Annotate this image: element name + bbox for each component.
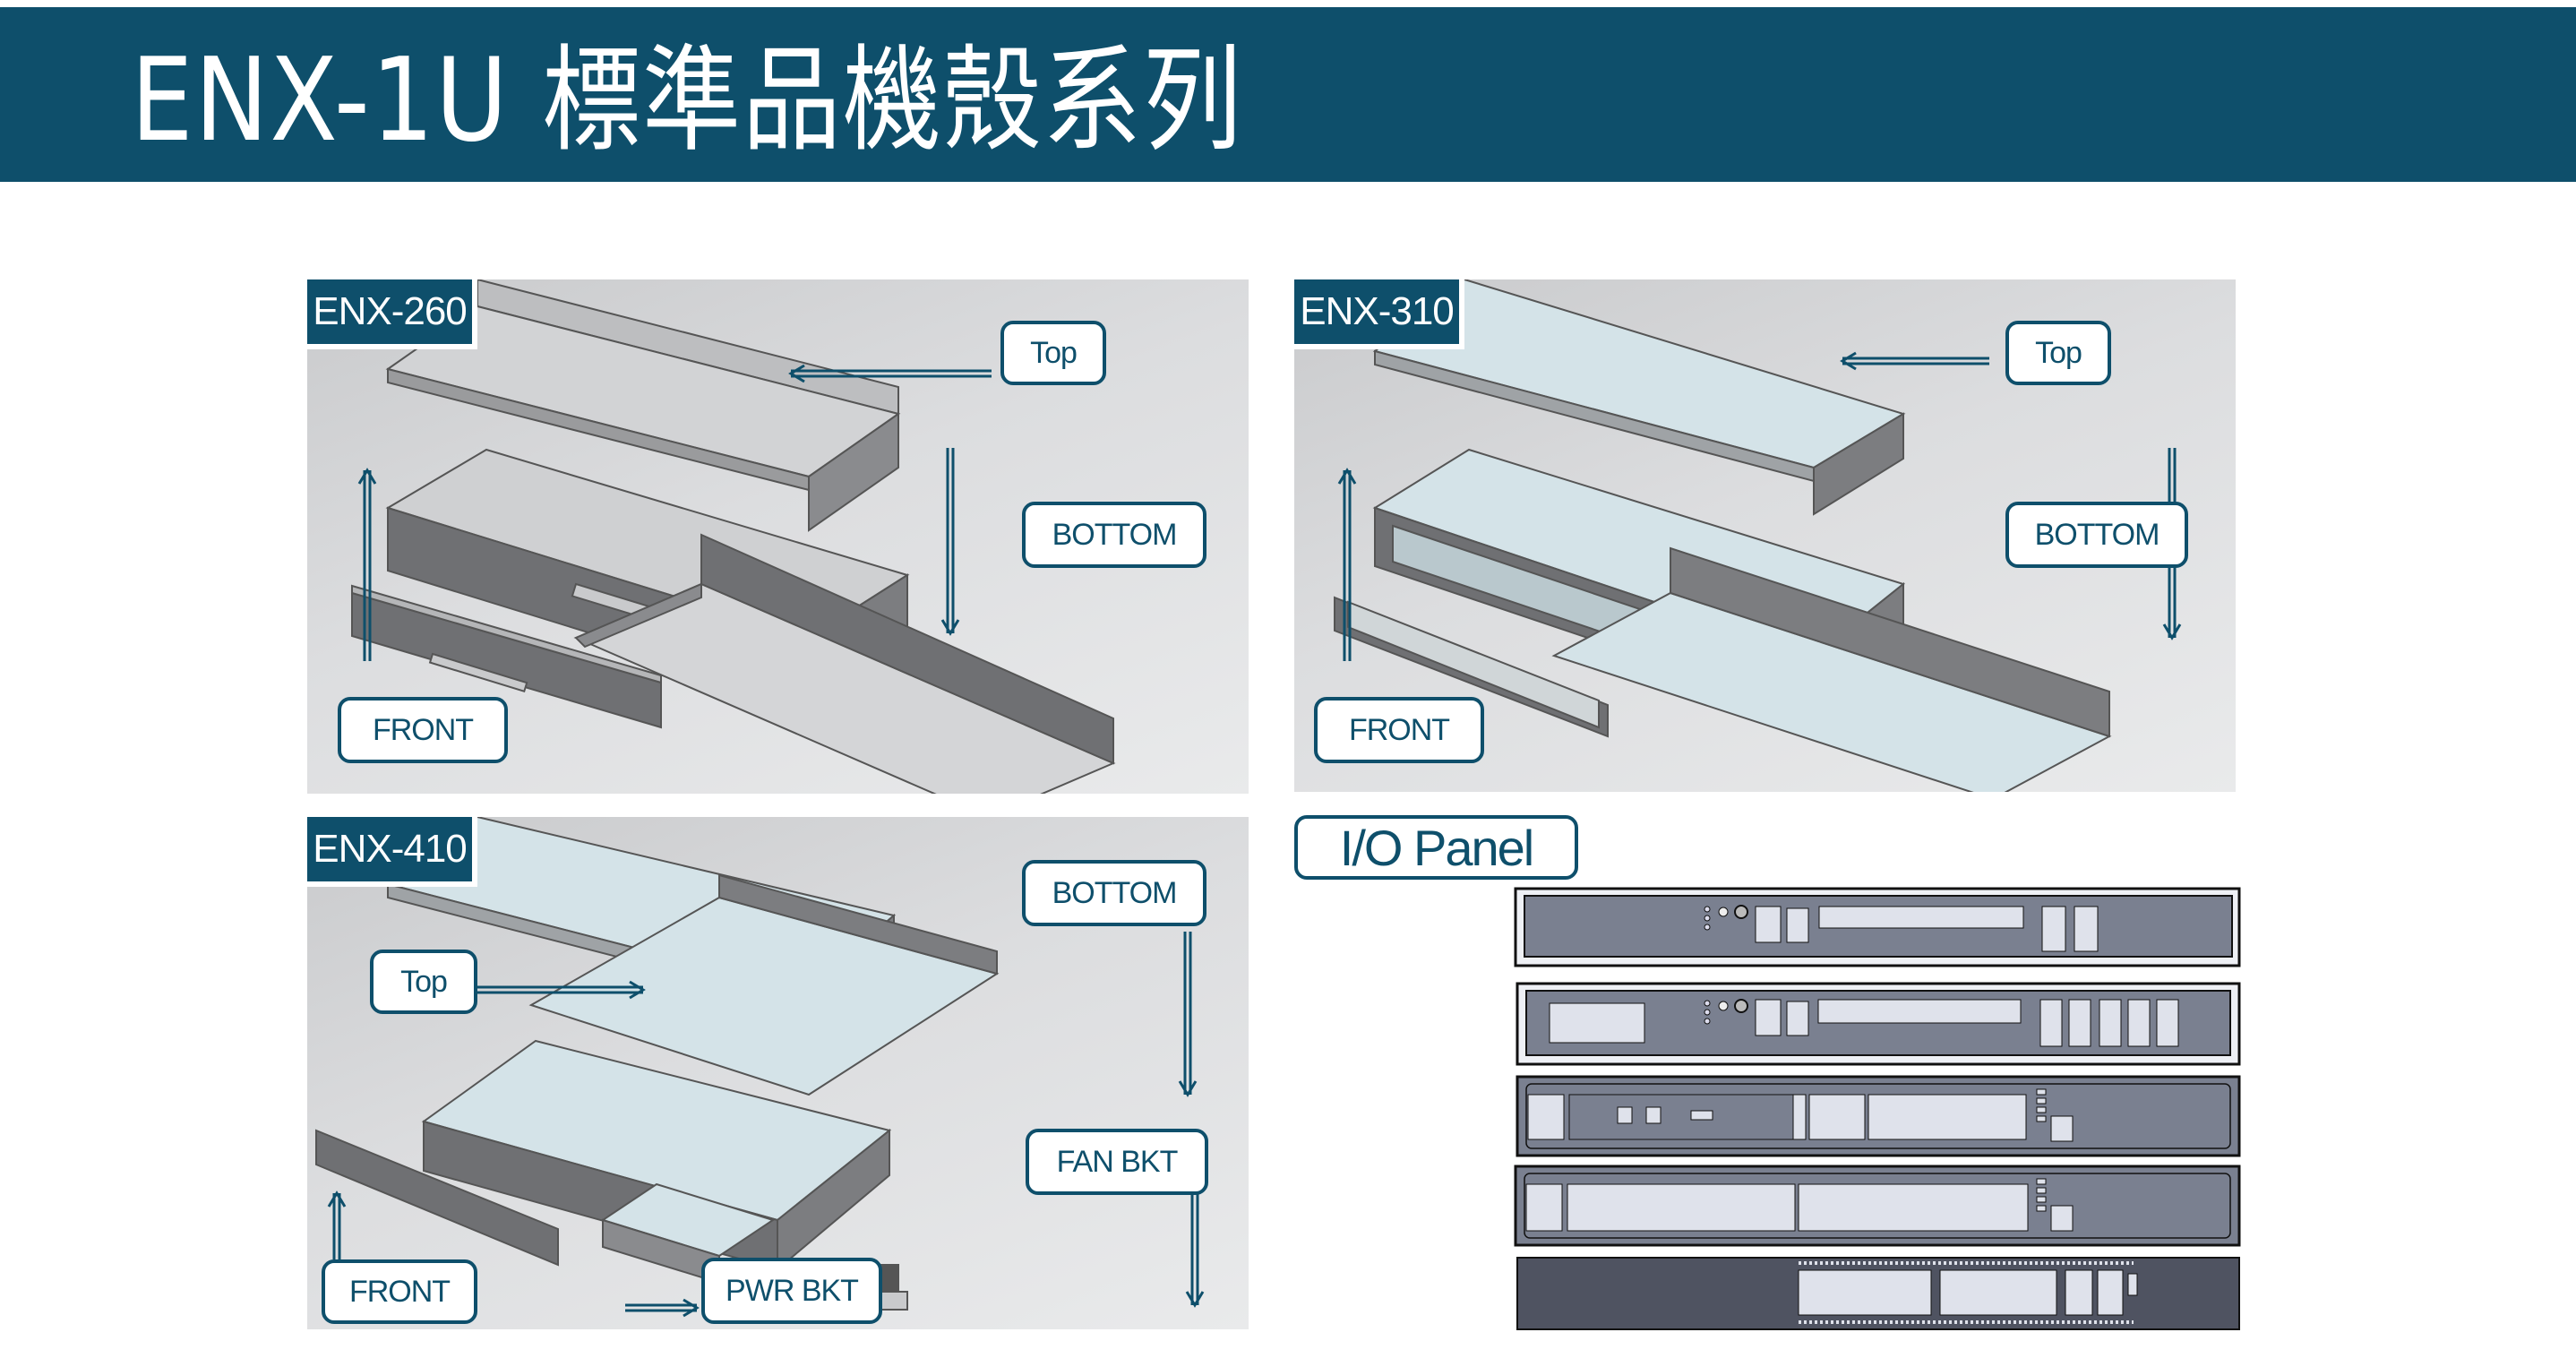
top-cover [385, 279, 901, 532]
callout-bottom: BOTTOM [1022, 860, 1206, 926]
enx-260-panel: ENX-260 Top BOTTOM FRONT [307, 279, 1249, 794]
callout-arrows [327, 932, 1205, 1318]
bottom-tray [528, 873, 1000, 1096]
callout-arrows [357, 364, 992, 661]
front-bezel [351, 584, 662, 729]
model-badge: ENX-310 [1294, 279, 1464, 349]
page-title: ENX-1U 標準品機殼系列 [131, 34, 1243, 168]
io-panel-label: I/O Panel [1294, 815, 1578, 880]
io-panel-1 [1514, 887, 2241, 967]
front-bezel [315, 1129, 559, 1267]
bottom-tray [1551, 546, 2112, 792]
model-badge: ENX-410 [307, 817, 477, 887]
callout-front: FRONT [338, 697, 508, 763]
enx-260-exploded-drawing [351, 279, 1116, 794]
callout-front: FRONT [1314, 697, 1484, 763]
callout-front: FRONT [322, 1259, 477, 1324]
io-panel-4 [1514, 1165, 2241, 1247]
enx-410-panel: ENX-410 Top BOTTOM FAN BKT PWR BKT FRONT [307, 817, 1249, 1329]
enx-410-exploded-drawing [315, 817, 1205, 1318]
callout-top: Top [2005, 321, 2111, 385]
enx-310-exploded-drawing [1334, 279, 2182, 792]
enx-310-panel: ENX-310 Top BOTTOM FRONT [1294, 279, 2236, 792]
callout-top: Top [370, 950, 477, 1014]
io-panel-2 [1516, 982, 2241, 1066]
title-banner: ENX-1U 標準品機殼系列 [0, 7, 2576, 182]
io-panel-drawings [1514, 887, 2241, 1330]
callout-pwr-bkt: PWR BKT [701, 1258, 882, 1324]
bottom-tray [573, 533, 1116, 794]
callout-top: Top [1000, 321, 1106, 385]
io-panel-3 [1516, 1075, 2241, 1157]
callout-bottom: BOTTOM [2005, 502, 2188, 568]
top-cover [1372, 279, 1906, 516]
callout-bottom: BOTTOM [1022, 502, 1206, 568]
front-bezel [1334, 596, 1609, 738]
callout-fan-bkt: FAN BKT [1026, 1129, 1208, 1195]
model-badge: ENX-260 [307, 279, 477, 349]
io-panel-5 [1516, 1257, 2240, 1330]
